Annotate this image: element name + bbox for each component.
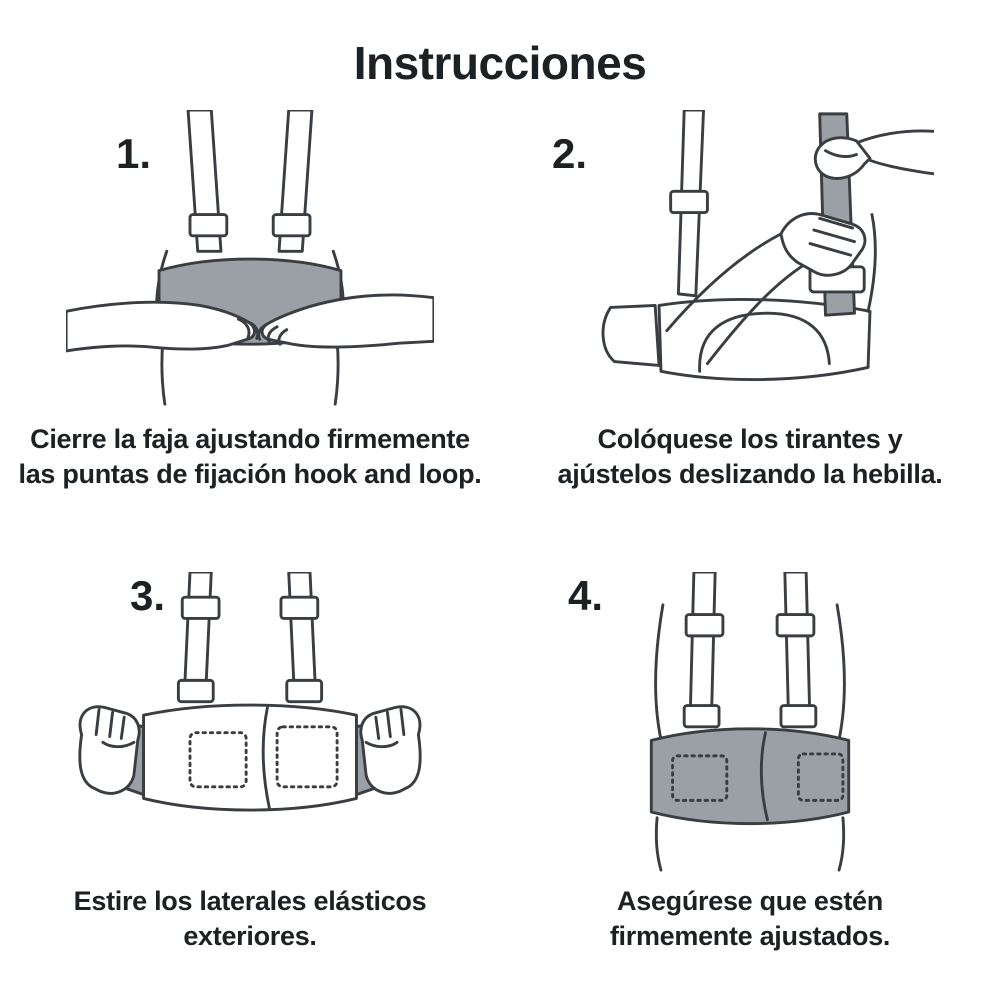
right-fist: [359, 705, 422, 795]
strap-buckle-icon: [180, 595, 221, 620]
caption-line: exteriores.: [183, 920, 317, 951]
right-hand: [257, 293, 434, 349]
strap-buckle-icon: [684, 613, 725, 638]
reaching-arm: [665, 232, 806, 365]
velcro-stitch-outline: [671, 754, 729, 802]
hands-closing-belt-illustration: [66, 110, 434, 406]
step-1-number: 1.: [116, 130, 152, 177]
adjusting-suspender-buckle-illustration: [601, 110, 934, 382]
step-4: 4.: [500, 546, 1000, 986]
strap-buckle-icon: [271, 213, 312, 238]
support-belt: [142, 703, 358, 812]
step-2-number: 2.: [552, 130, 588, 177]
step-3: 3.: [0, 546, 500, 986]
step-1: 1.: [0, 94, 500, 546]
caption-line: Cierre la faja ajustando firmemente: [30, 424, 470, 454]
caption-line: ajústelos deslizando la hebilla.: [557, 458, 943, 489]
page-title: Instrucciones: [353, 37, 647, 89]
step-2: 2.: [500, 94, 1000, 546]
suspender-straps: [682, 572, 818, 729]
step-3-number: 3.: [130, 572, 166, 619]
strap-buckle-icon: [775, 613, 816, 638]
left-hand: [66, 300, 256, 353]
velcro-stitch-outline: [796, 752, 845, 802]
left-fist: [78, 705, 141, 795]
velcro-stitch-outline: [275, 725, 339, 789]
strap-buckle-icon: [669, 189, 709, 215]
steps-grid: 1.: [0, 94, 1000, 986]
step-4-caption: Asegúrese que estén firmemente ajustados…: [609, 884, 891, 953]
torso-outline: [654, 603, 846, 872]
left-suspender-strap: [669, 110, 709, 298]
strap-clip-icon: [779, 704, 818, 729]
strap-clip-icon: [285, 678, 324, 704]
stretching-side-elastics-illustration: [78, 572, 422, 812]
suspender-straps: [176, 572, 324, 704]
caption-line: firmemente ajustados.: [609, 920, 891, 951]
strap-clip-icon: [176, 678, 215, 704]
interlocking-fingers: [236, 317, 260, 340]
caption-line: Asegúrese que estén: [617, 886, 883, 916]
caption-line: Estire los laterales elásticos: [73, 886, 427, 916]
support-belt: [649, 727, 851, 826]
belt-firmly-adjusted-illustration: [649, 572, 851, 872]
strap-buckle-icon: [279, 595, 320, 620]
step-4-number: 4.: [568, 572, 604, 619]
caption-line: Colóquese los tirantes y: [597, 424, 903, 454]
strap-buckle-icon: [188, 213, 229, 238]
strap-clip-icon: [682, 704, 721, 729]
velcro-stitch-outline: [188, 731, 248, 789]
step-3-caption: Estire los laterales elásticos exteriore…: [74, 884, 427, 953]
caption-line: las puntas de fijación hook and loop.: [18, 458, 482, 489]
gripping-hand: [779, 212, 867, 277]
step-1-caption: Cierre la faja ajustando firmemente las …: [19, 422, 482, 491]
suspender-straps: [186, 110, 314, 253]
top-hand: [813, 129, 934, 180]
step-2-caption: Colóquese los tirantes y ajústelos desli…: [557, 422, 942, 491]
